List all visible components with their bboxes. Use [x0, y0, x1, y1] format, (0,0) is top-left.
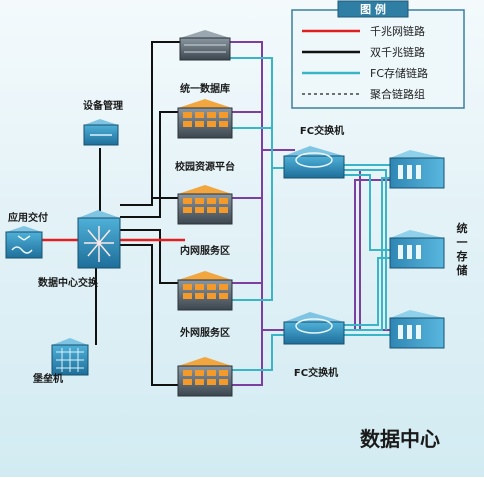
aggregation-link — [225, 340, 263, 386]
legend-label-2: FC存储链路 — [370, 66, 428, 80]
dual-gigabit-link — [120, 41, 185, 206]
fc-switch-bottom-icon[interactable] — [283, 312, 345, 345]
extranet-zone-server[interactable] — [177, 357, 233, 397]
dc-switch-label: 数据中心交换 — [38, 276, 99, 289]
campus-platform-label: 校园资源平台 — [175, 160, 235, 173]
storage-array-2[interactable] — [389, 230, 445, 269]
dual-gigabit-link — [120, 229, 185, 284]
extranet-zone-label: 外网服务区 — [179, 326, 230, 339]
aggregation-link — [225, 41, 263, 345]
fc-link — [225, 168, 273, 301]
bastion-label: 堡垒机 — [33, 372, 63, 385]
fc-switch-bottom-label: FC交换机 — [294, 366, 338, 379]
fc-switch-top-label: FC交换机 — [300, 124, 344, 137]
fc-link — [335, 177, 395, 331]
fc-link — [335, 169, 387, 330]
campus-platform-server[interactable] — [177, 99, 233, 139]
intranet-zone-label: 内网服务区 — [180, 244, 230, 257]
unified-db-label: 统一数据库 — [180, 82, 230, 95]
unified-db-server[interactable] — [179, 30, 231, 61]
app-delivery-label: 应用交付 — [8, 211, 48, 224]
dc-switch-icon[interactable] — [77, 210, 121, 269]
diagram-title: 数据中心 — [360, 427, 440, 451]
device-mgmt-icon[interactable] — [83, 119, 119, 146]
campus-platform-server-2[interactable] — [177, 185, 233, 225]
device-mgmt-label: 设备管理 — [83, 99, 123, 112]
storage-array-1[interactable] — [389, 150, 445, 189]
storage-array-3[interactable] — [389, 310, 445, 349]
legend-label-1: 双千兆链路 — [370, 45, 425, 59]
app-delivery-icon[interactable] — [5, 226, 43, 259]
dual-gigabit-link — [120, 244, 185, 386]
intranet-zone-server[interactable] — [177, 271, 233, 311]
fc-switch-top-icon[interactable] — [283, 146, 345, 179]
legend-label-0: 千兆网链路 — [370, 24, 425, 38]
legend-title: 图 例 — [360, 2, 386, 16]
bastion-icon[interactable] — [51, 338, 89, 376]
dual-gigabit-link — [120, 111, 185, 218]
legend-label-3: 聚合链路组 — [370, 87, 425, 101]
unified-storage-label: 统一存储 — [457, 221, 468, 277]
